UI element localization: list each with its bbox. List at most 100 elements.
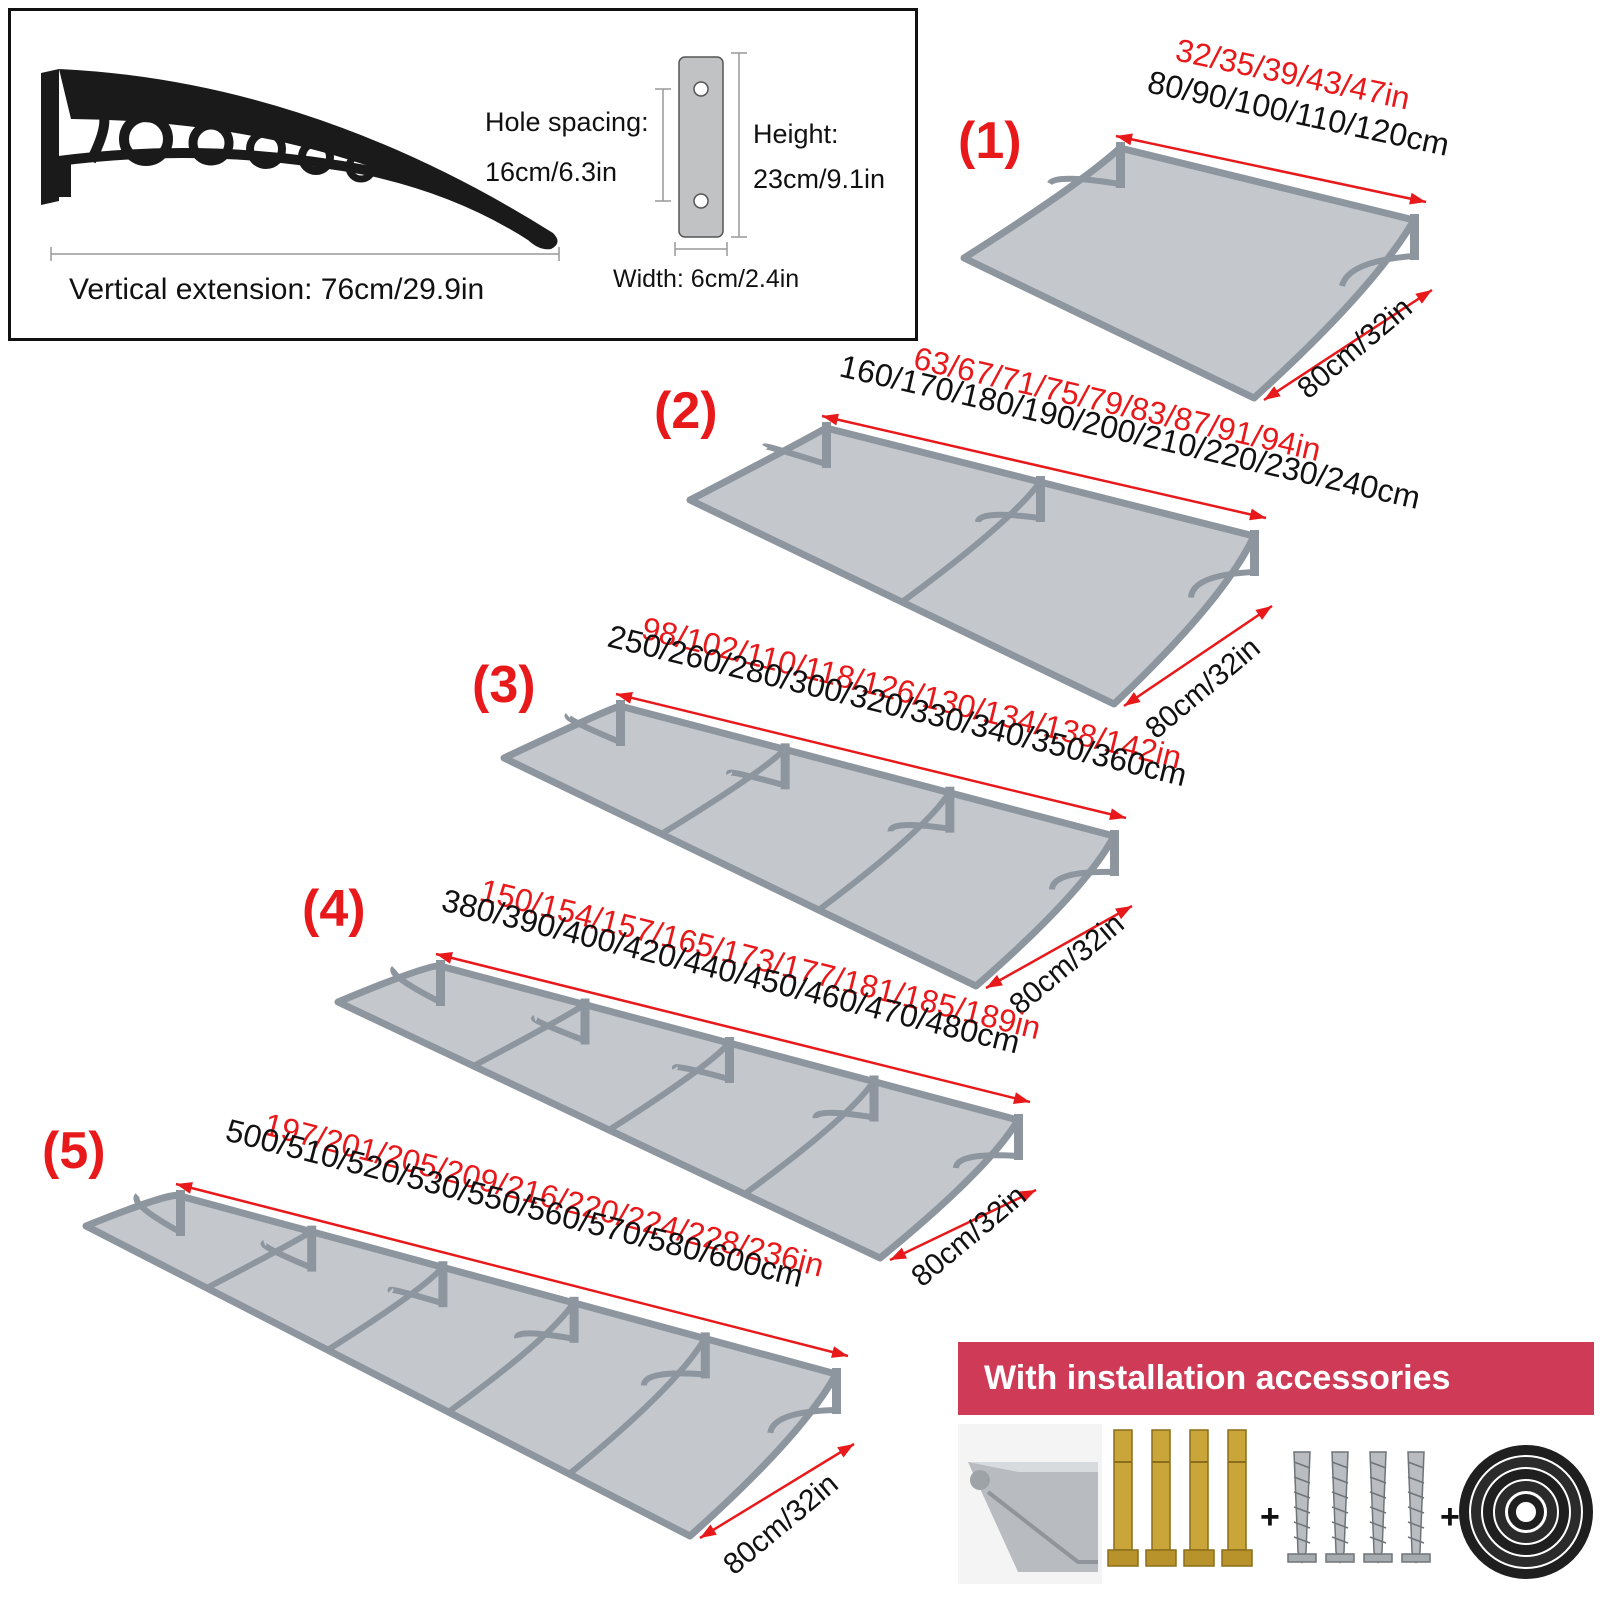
canopy-panel — [500, 702, 1118, 990]
screw-body — [1407, 1451, 1425, 1565]
arrow-head — [1013, 1092, 1030, 1104]
arrow-head — [1115, 906, 1132, 920]
bolt-head — [1221, 1549, 1253, 1567]
depth-arrow — [699, 1442, 855, 1540]
section-divider — [446, 1301, 577, 1415]
wall-post — [1110, 830, 1119, 876]
arrow-head — [1124, 692, 1141, 706]
canopy-index-label: (4) — [302, 880, 366, 938]
bracket-arm — [640, 1370, 706, 1387]
screw-head — [1363, 1553, 1393, 1563]
arrow-head — [831, 1346, 848, 1358]
canopy-1: (1)32/35/39/43/47in80/90/100/110/120cm80… — [958, 32, 1453, 406]
wall-post — [780, 743, 790, 790]
canopy-panel — [686, 424, 1258, 708]
wall-post — [1250, 530, 1259, 576]
mounting-rail-icon — [958, 1424, 1102, 1584]
wall-post — [436, 960, 445, 1006]
arrow-head — [822, 413, 839, 426]
wall-post — [700, 1332, 710, 1379]
canopy-panel — [82, 1191, 840, 1540]
plus-sign: + — [1260, 1498, 1280, 1536]
screw-head — [1325, 1553, 1355, 1563]
hole-spacing-value: 16cm/6.3in — [485, 157, 618, 187]
arrow-head — [436, 952, 453, 964]
scroll-bracket-icon — [41, 69, 558, 250]
screw-body — [1293, 1451, 1311, 1565]
length-arrow — [1115, 134, 1427, 204]
arrow-head — [1264, 386, 1281, 400]
bracket-spec-drawing — [41, 52, 747, 261]
expansion-bolts-icon — [1107, 1429, 1253, 1567]
length-arrow — [435, 952, 1031, 1104]
wall-post — [580, 998, 590, 1045]
bolt-shaft — [1151, 1429, 1171, 1551]
wall-post — [1036, 476, 1045, 522]
screw-body — [1369, 1451, 1387, 1565]
bracket-arm — [726, 769, 786, 789]
bracket-arm — [761, 443, 827, 467]
height-label: Height: — [753, 119, 839, 149]
length-arrow — [821, 414, 1267, 520]
screws-icon — [1287, 1451, 1431, 1565]
length-arrow — [175, 1182, 849, 1358]
wall-post — [1014, 1114, 1023, 1160]
arrow-head — [1116, 133, 1133, 146]
wall-post — [1116, 142, 1125, 188]
section-divider — [659, 747, 787, 837]
wall-post — [176, 1190, 185, 1236]
bracket-arm — [1048, 868, 1115, 891]
bracket-arm — [260, 1240, 313, 1271]
bolt-head — [1183, 1549, 1215, 1567]
bracket-arm — [1047, 175, 1121, 187]
height-value: 23cm/9.1in — [753, 164, 886, 194]
section-divider — [567, 1336, 708, 1477]
bracket-arm — [952, 1152, 1019, 1169]
depth-arrow — [889, 1188, 1037, 1262]
bracket-arm — [1188, 569, 1255, 599]
bracket-arm — [531, 1015, 586, 1044]
wall-post — [438, 1261, 448, 1308]
screw-head — [1287, 1553, 1317, 1563]
wall-post — [569, 1296, 579, 1343]
arrow-head — [1409, 192, 1426, 205]
bracket-spec-box: Hole spacing: 16cm/6.3in Height: 23cm/9.… — [8, 8, 918, 341]
bracket-arm — [887, 821, 950, 833]
bracket-arm — [671, 1064, 730, 1082]
arrow-head — [1018, 1190, 1036, 1203]
bracket-arm — [387, 1286, 444, 1307]
depth-arrow — [1123, 604, 1273, 708]
hole-spacing-label: Hole spacing: — [485, 107, 649, 137]
canopy-index-label: (2) — [654, 382, 718, 440]
wall-post — [832, 1368, 841, 1414]
arrow-head — [176, 1182, 193, 1194]
arrow-head — [1415, 290, 1432, 304]
bolt-shaft — [1189, 1429, 1209, 1551]
arrow-head — [1255, 606, 1272, 620]
screw-body — [1331, 1451, 1349, 1565]
arrow-head — [1109, 808, 1126, 821]
wall-post — [1410, 214, 1419, 260]
accessories-banner: With installation accessories — [958, 1342, 1594, 1415]
arrow-head — [837, 1444, 854, 1458]
bracket-arm — [390, 966, 442, 1005]
wall-post — [869, 1075, 879, 1122]
depth-arrow — [1263, 288, 1433, 402]
canopy-index-label: (3) — [472, 656, 536, 714]
bracket-arm — [812, 1109, 874, 1121]
length-arrow — [615, 692, 1127, 820]
section-divider — [326, 1265, 445, 1353]
wall-post — [945, 786, 955, 833]
bracket-arm — [1339, 253, 1415, 288]
screw-head — [1401, 1553, 1431, 1563]
vertical-extension-label: Vertical extension: 76cm/29.9in — [69, 273, 485, 306]
wall-post — [725, 1037, 734, 1083]
arrow-head — [890, 1247, 908, 1260]
wall-post — [307, 1225, 317, 1272]
arrow-head — [616, 691, 633, 704]
section-divider — [900, 480, 1043, 605]
canopy-index-label: (5) — [42, 1122, 106, 1180]
accessories-drawing: + + — [958, 1424, 1593, 1584]
sealing-strip-icon — [1459, 1445, 1593, 1579]
